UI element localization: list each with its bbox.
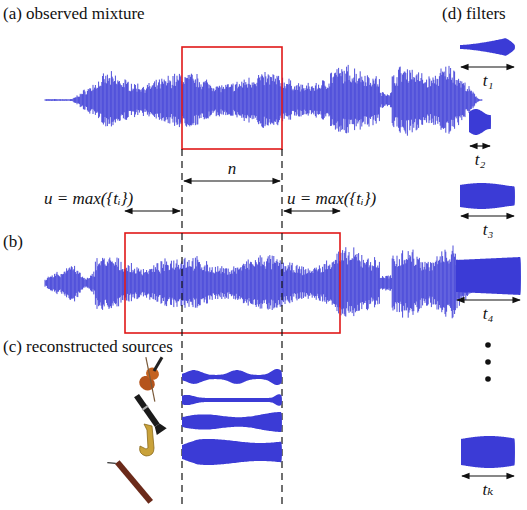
dimension-label: t₁: [483, 72, 494, 91]
filter-shape: [456, 257, 521, 295]
dimension-label: tₖ: [483, 481, 494, 500]
panel-label: (d) filters: [442, 5, 506, 24]
filter-shape: [460, 38, 515, 55]
source-waveform: [182, 369, 282, 385]
filter-shape: [469, 109, 491, 135]
dimension-label: t₃: [483, 221, 494, 240]
panel-label: (a) observed mixture: [3, 5, 145, 24]
filter-shape: [460, 183, 515, 209]
duration-arrow: [462, 475, 514, 476]
dimension-label: u = max({tᵢ}): [287, 190, 376, 209]
ellipsis-dot: [485, 376, 491, 382]
extended-window: [125, 233, 340, 333]
ellipsis-dot: [485, 342, 491, 348]
dimension-arrow: [125, 210, 180, 211]
dimension-label: t₂: [475, 151, 486, 170]
duration-arrow: [457, 299, 520, 300]
dimension-arrow: [284, 210, 340, 211]
duration-arrow: [470, 145, 490, 146]
dimension-arrow: [184, 180, 280, 181]
mixture-waveform: [45, 246, 482, 319]
duration-arrow: [461, 215, 514, 216]
source-waveform: [182, 394, 282, 406]
filter-shape: [461, 436, 515, 468]
panel-label: (c) reconstructed sources: [3, 338, 173, 357]
mixture-waveform: [45, 65, 482, 136]
dimension-label: u = max({tᵢ}): [44, 190, 133, 209]
dimension-label: t₄: [483, 305, 494, 324]
duration-arrow: [461, 66, 514, 67]
source-waveform: [182, 412, 282, 432]
ellipsis-dot: [485, 359, 491, 365]
panel-label: (b): [3, 233, 23, 252]
analysis-window: [182, 47, 282, 149]
source-waveform: [182, 439, 282, 465]
instrument-icons: [107, 350, 176, 507]
dimension-label: n: [228, 160, 237, 179]
